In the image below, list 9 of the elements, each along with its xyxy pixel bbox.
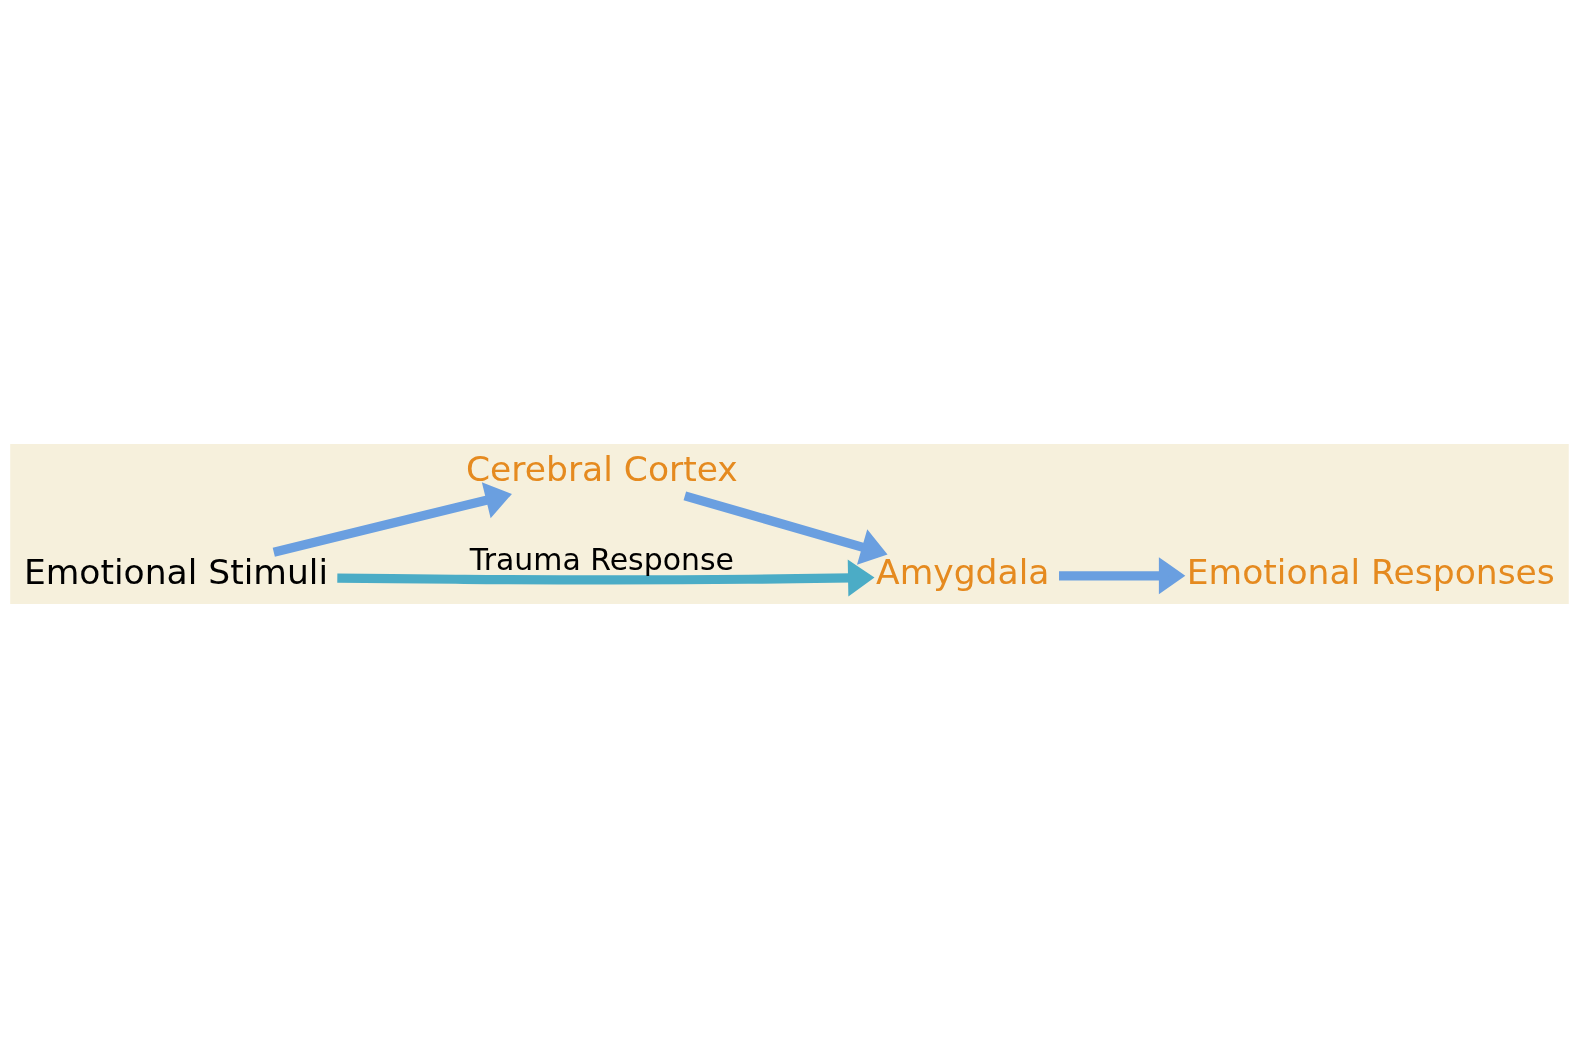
node-text: Cerebral Cortex	[465, 448, 738, 489]
node-text: Amygdala	[876, 551, 1050, 592]
node-text: Emotional Stimuli	[23, 551, 329, 592]
arrow	[272, 481, 512, 557]
arrow	[683, 490, 888, 565]
node-text: Emotional Responses	[1186, 551, 1555, 592]
edge-label: Trauma Response	[469, 541, 734, 577]
arrow	[1059, 556, 1186, 594]
arrow	[337, 559, 875, 596]
